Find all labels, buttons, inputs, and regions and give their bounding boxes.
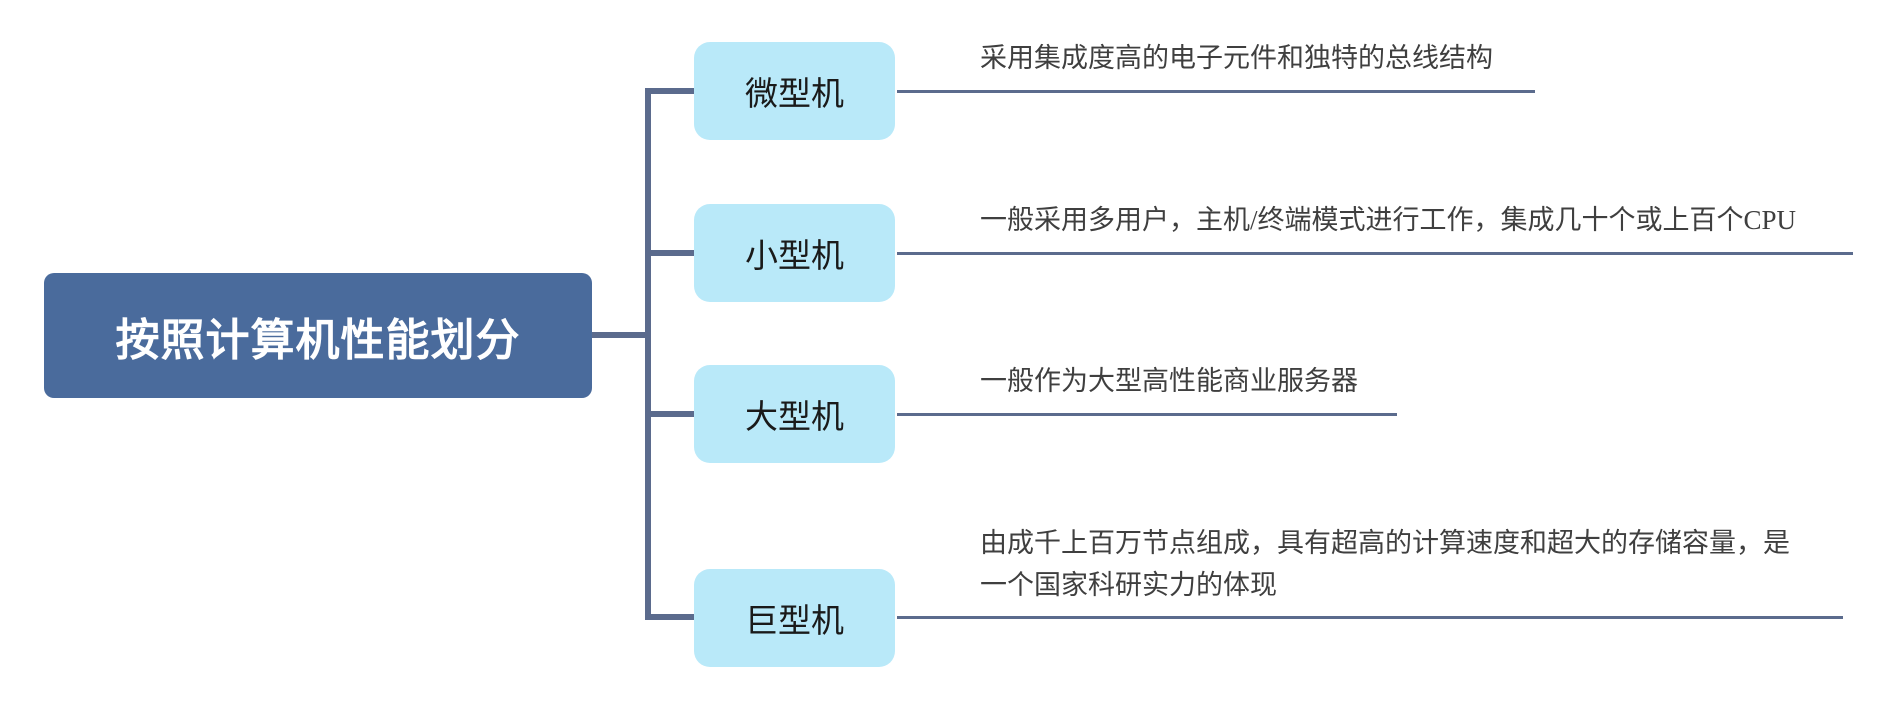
branch-description-minicomputer[interactable]: 一般采用多用户，主机/终端模式进行工作，集成几十个或上百个CPU (980, 205, 1797, 235)
branch-description-underline (897, 252, 1853, 255)
connector-root-to-trunk (592, 332, 651, 338)
branch-description-microcomputer[interactable]: 采用集成度高的电子元件和独特的总线结构 (980, 43, 1493, 73)
branch-topic-label: 小型机 (745, 239, 844, 275)
connector-branch-2 (651, 250, 694, 256)
branch-topic-label: 微型机 (745, 77, 844, 113)
branch-topic-minicomputer[interactable]: 小型机 (694, 204, 895, 302)
branch-topic-label: 巨型机 (745, 604, 844, 640)
branch-topic-supercomputer[interactable]: 巨型机 (694, 569, 895, 667)
root-topic[interactable]: 按照计算机性能划分 (44, 273, 592, 398)
branch-topic-microcomputer[interactable]: 微型机 (694, 42, 895, 140)
connector-branch-1 (645, 88, 694, 94)
connector-branch-4 (645, 614, 694, 620)
branch-description-supercomputer[interactable]: 由成千上百万节点组成，具有超高的计算速度和超大的存储容量，是 一个国家科研实力的… (980, 528, 1790, 600)
branch-description-underline (897, 616, 1843, 619)
branch-description-underline (897, 413, 1397, 416)
branch-topic-label: 大型机 (745, 400, 844, 436)
branch-description-underline (897, 90, 1535, 93)
root-topic-label: 按照计算机性能划分 (115, 315, 521, 365)
branch-topic-mainframe[interactable]: 大型机 (694, 365, 895, 463)
connector-trunk (645, 88, 651, 620)
branch-description-mainframe[interactable]: 一般作为大型高性能商业服务器 (980, 366, 1358, 396)
connector-branch-3 (651, 411, 694, 417)
